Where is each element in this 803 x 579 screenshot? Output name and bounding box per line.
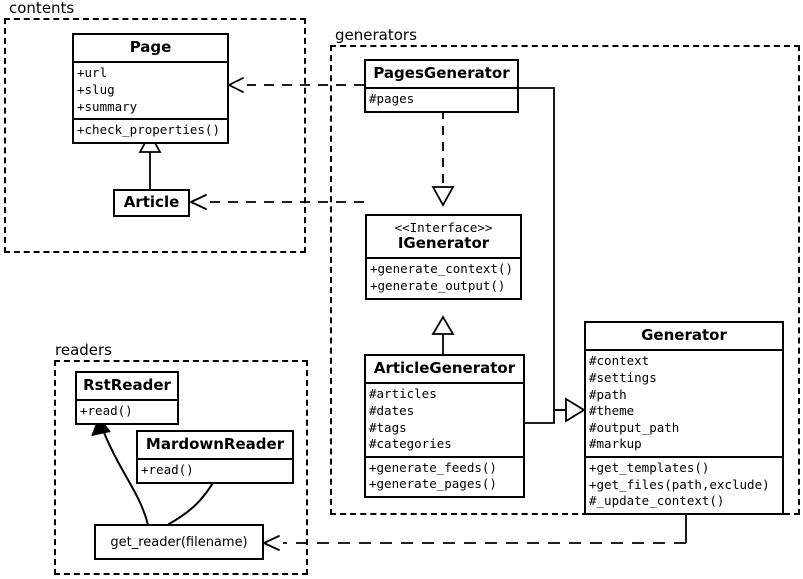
attribute: #categories <box>369 436 452 452</box>
class-igenerator-stereotype: <<Interface>> <box>394 220 493 235</box>
class-rstreader-operations: +read() <box>77 399 177 423</box>
class-generator-operations: +get_templates() +get_files(path,exclude… <box>586 456 782 513</box>
class-articlegenerator-operations: +generate_feeds() +generate_pages() <box>366 455 523 496</box>
class-articlegenerator-attributes: #articles #dates #tags #categories <box>366 382 523 456</box>
attribute: #tags <box>369 419 407 435</box>
operation: +generate_context() <box>370 261 513 277</box>
class-igenerator-name: IGenerator <box>397 234 490 252</box>
class-igenerator-operations: +generate_context() +generate_output() <box>367 257 520 297</box>
class-pagesgenerator-attributes: #pages <box>366 87 517 111</box>
function-get-reader[interactable]: get_reader(filename) <box>94 524 264 560</box>
class-rstreader[interactable]: RstReader +read() <box>75 371 179 425</box>
class-igenerator[interactable]: <<Interface>> IGenerator +generate_conte… <box>365 214 522 300</box>
class-generator-title: Generator <box>641 326 727 344</box>
class-page-operations: +check_properties() <box>74 118 227 142</box>
attribute: +url <box>77 65 108 81</box>
class-generator-attributes: #context #settings #path #theme #output_… <box>586 349 782 456</box>
package-readers <box>54 360 308 575</box>
attribute: #output_path <box>589 419 680 435</box>
class-generator[interactable]: Generator #context #settings #path #them… <box>584 321 784 515</box>
class-article-title: Article <box>123 193 180 211</box>
attribute: #dates <box>369 402 415 418</box>
operation: +generate_output() <box>370 277 506 293</box>
operation: +read() <box>141 462 194 478</box>
class-page-title: Page <box>129 38 172 56</box>
function-get-reader-label: get_reader(filename) <box>110 534 248 550</box>
package-readers-label: readers <box>52 341 115 359</box>
class-article[interactable]: Article <box>113 189 190 218</box>
class-mardownreader[interactable]: MardownReader +read() <box>136 430 294 484</box>
attribute: +summary <box>77 98 138 114</box>
package-contents <box>4 18 306 253</box>
package-generators <box>330 45 800 515</box>
package-generators-label: generators <box>332 26 420 44</box>
attribute: +slug <box>77 81 115 97</box>
attribute: #markup <box>589 436 642 452</box>
class-page-attributes: +url +slug +summary <box>74 61 227 118</box>
class-igenerator-title: <<Interface>> IGenerator <box>367 216 520 257</box>
attribute: #theme <box>589 403 635 419</box>
attribute: #pages <box>369 91 415 107</box>
package-contents-label: contents <box>6 0 78 17</box>
operation: +get_files(path,exclude) <box>589 476 770 492</box>
class-mardownreader-operations: +read() <box>138 458 292 482</box>
class-pagesgenerator-title: PagesGenerator <box>373 64 510 82</box>
attribute: #articles <box>369 386 437 402</box>
attribute: #settings <box>589 369 657 385</box>
operation: +check_properties() <box>77 122 220 138</box>
class-page[interactable]: Page +url +slug +summary +check_properti… <box>72 33 229 144</box>
attribute: #path <box>589 386 627 402</box>
operation: +generate_pages() <box>369 476 497 492</box>
class-rstreader-title: RstReader <box>83 376 171 394</box>
class-articlegenerator-title: ArticleGenerator <box>373 359 516 377</box>
class-articlegenerator[interactable]: ArticleGenerator #articles #dates #tags … <box>364 354 525 498</box>
class-mardownreader-title: MardownReader <box>145 435 285 453</box>
operation: +get_templates() <box>589 460 710 475</box>
operation: +generate_feeds() <box>369 459 497 475</box>
operation: #_update_context() <box>589 493 725 509</box>
class-pagesgenerator[interactable]: PagesGenerator #pages <box>364 59 519 113</box>
operation: +read() <box>80 403 133 419</box>
attribute: #context <box>589 353 650 369</box>
